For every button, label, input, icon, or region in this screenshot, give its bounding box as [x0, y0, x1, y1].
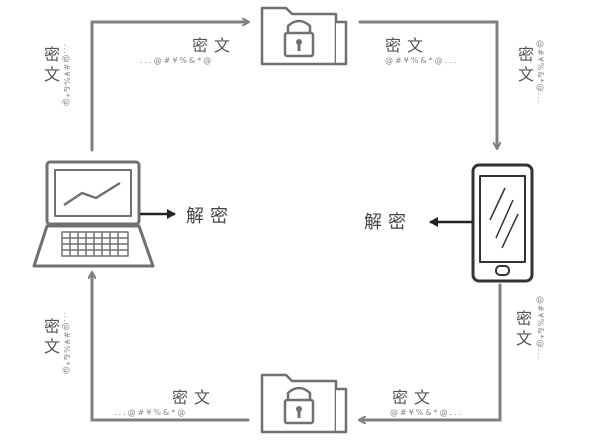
ciphertext-label-left-lower: 密文	[41, 318, 60, 358]
connector-bottom-left	[92, 273, 250, 422]
symbols-label-left-lower: ...@#¥%&*@	[62, 312, 71, 376]
ciphertext-label-right-upper: 密文	[515, 46, 534, 86]
ciphertext-label-bottom-right: 密文	[392, 388, 437, 407]
folder-lock-icon	[260, 373, 348, 434]
symbols-label-bottom-right: @#¥%&*@...	[390, 408, 464, 417]
decrypt-label-phone: 解密	[364, 212, 412, 233]
ciphertext-label-left-upper: 密文	[41, 46, 60, 86]
ciphertext-label-bottom-left: 密文	[172, 388, 217, 407]
symbols-label-top-right: @#¥%&*@...	[385, 56, 459, 65]
ciphertext-label-top-right: 密文	[385, 36, 430, 55]
symbols-label-left-upper: ...@#¥%&*@	[62, 44, 71, 108]
symbols-label-right-lower: @#¥%&*@...	[536, 296, 545, 360]
symbols-label-bottom-left: ...@#¥%&*@	[114, 408, 188, 417]
ciphertext-label-right-lower: 密文	[513, 310, 532, 350]
decrypt-label-laptop: 解密	[186, 206, 234, 227]
symbols-label-right-upper: @#¥%&*@...	[536, 40, 545, 104]
connector-top-right	[358, 20, 497, 148]
ciphertext-label-top-left: 密文	[192, 36, 237, 55]
laptop-icon	[32, 160, 155, 268]
folder-lock-icon	[260, 6, 348, 66]
symbols-label-top-left: ...@#¥%&*@	[140, 56, 214, 65]
connector-bottom-right	[360, 283, 502, 420]
smartphone-icon	[471, 163, 534, 283]
connector-top-left	[90, 22, 248, 152]
